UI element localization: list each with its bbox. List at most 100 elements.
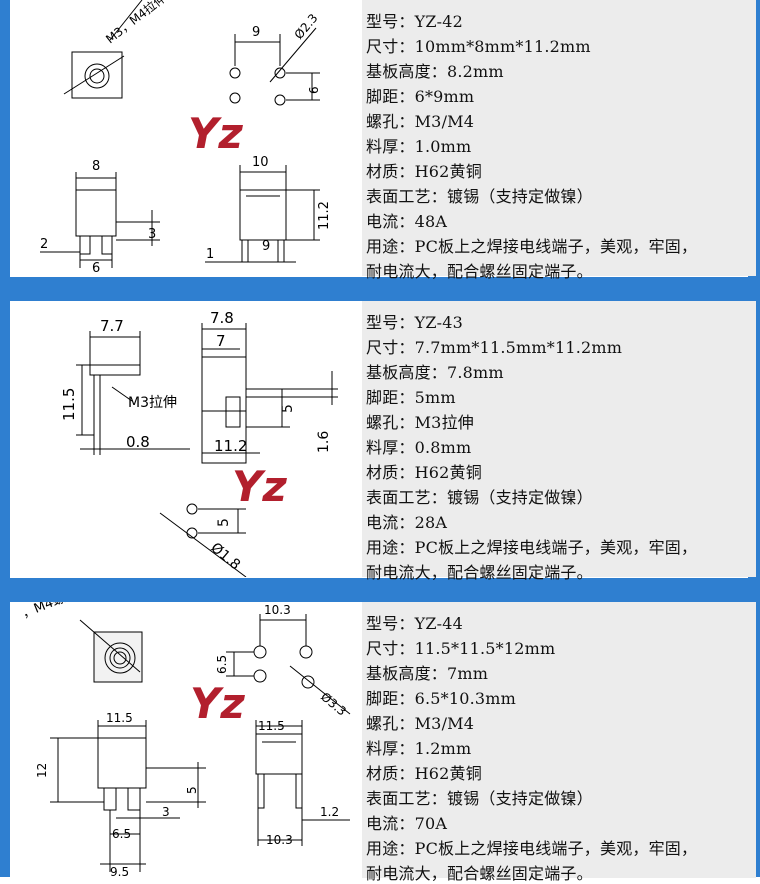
spec-pin-pitch: 脚距：6*9mm xyxy=(366,87,475,106)
product-yz-44: ，M4螺母 10.3 6.5 Ø3.3 11.5 11.5 12 5 3 6.5… xyxy=(10,602,756,883)
spec-material: 材质：H62黄铜 xyxy=(366,463,482,482)
pin-hole xyxy=(253,645,267,659)
section-divider xyxy=(10,578,748,602)
spec-usage: 用途：PC板上之焊接电线端子，美观，牢固， xyxy=(366,839,698,858)
pin-hole xyxy=(186,503,198,515)
nut-outline xyxy=(104,642,136,674)
spec-base-height: 基板高度：7.8mm xyxy=(366,363,504,382)
spec-usage-cont: 耐电流大，配合螺丝固定端子。 xyxy=(366,864,593,883)
dim-label: 5 xyxy=(216,518,232,527)
stud-label: M3，M4拉伸 xyxy=(103,0,169,46)
pin-hole xyxy=(299,645,313,659)
spec-finish: 表面工艺：镀锡（支持定做镍） xyxy=(366,488,593,507)
pin-hole xyxy=(274,94,286,106)
dim-label: Ø1.8 xyxy=(207,540,243,574)
stud-label: ，M4螺母 xyxy=(20,602,80,622)
spec-size: 尺寸：10mm*8mm*11.2mm xyxy=(366,37,591,56)
dim-label: 11.2 xyxy=(214,437,247,455)
side-view-body xyxy=(239,189,287,241)
front-view-body xyxy=(97,737,147,789)
dim-label: 6 xyxy=(307,86,321,94)
dim-label: 0.8 xyxy=(126,433,150,451)
dim-label: 2 xyxy=(40,237,48,252)
dim-label: 11.5 xyxy=(106,711,133,725)
spec-panel: 型号：YZ-44 尺寸：11.5*11.5*12mm 基板高度：7mm 脚距：6… xyxy=(362,602,756,883)
spec-thickness: 料厚：0.8mm xyxy=(366,438,472,457)
top-view-plate xyxy=(93,631,143,683)
dim-label: 6.5 xyxy=(215,655,229,674)
spec-screw-hole: 螺孔：M3/M4 xyxy=(366,714,475,733)
pin-hole xyxy=(229,92,241,104)
side-plate xyxy=(89,364,141,376)
yz-logo: Yz xyxy=(232,462,287,511)
spec-screw-hole: 螺孔：M3拉伸 xyxy=(366,413,474,432)
spec-finish: 表面工艺：镀锡（支持定做镍） xyxy=(366,187,593,206)
spec-panel: 型号：YZ-42 尺寸：10mm*8mm*11.2mm 基板高度：8.2mm 脚… xyxy=(362,0,756,281)
dim-label: 1.2 xyxy=(320,805,339,819)
dim-label: 7.7 xyxy=(100,317,124,335)
spec-current: 电流：48A xyxy=(366,212,448,231)
pin-hole xyxy=(274,67,286,79)
dim-label: 11.5 xyxy=(60,388,78,421)
spec-thickness: 料厚：1.2mm xyxy=(366,739,472,758)
dim-label: 1.6 xyxy=(316,431,332,453)
spec-usage-cont: 耐电流大，配合螺丝固定端子。 xyxy=(366,563,593,582)
technical-drawing: 7.7 7.8 7 11.5 M3拉伸 5 0.8 11.2 1.6 5 Ø1.… xyxy=(60,309,338,577)
dim-label: 6.5 xyxy=(112,827,131,841)
spec-material: 材质：H62黄铜 xyxy=(366,764,482,783)
pin-hole xyxy=(253,669,267,683)
dim-label: 5 xyxy=(185,786,199,794)
yz-logo: Yz xyxy=(188,109,243,158)
stud-label: M3拉伸 xyxy=(128,395,177,411)
dim-label: Ø3.3 xyxy=(318,690,349,719)
yz-logo: Yz xyxy=(190,679,245,728)
technical-drawing: ，M4螺母 10.3 6.5 Ø3.3 11.5 11.5 12 5 3 6.5… xyxy=(20,602,351,878)
spec-material: 材质：H62黄铜 xyxy=(366,162,482,181)
spec-model: 型号：YZ-44 xyxy=(366,614,464,633)
dim-label: 11.5 xyxy=(258,719,285,733)
stud-hole xyxy=(84,63,110,89)
spec-finish: 表面工艺：镀锡（支持定做镍） xyxy=(366,789,593,808)
spec-screw-hole: 螺孔：M3/M4 xyxy=(366,112,475,131)
dim-label: Ø2.3 xyxy=(292,11,321,42)
front-view-body xyxy=(75,189,117,237)
dim-label: 11.2 xyxy=(317,201,332,230)
spec-current: 电流：28A xyxy=(366,513,448,532)
dim-label: 10 xyxy=(252,155,269,170)
spec-pin-pitch: 脚距：6.5*10.3mm xyxy=(366,689,517,708)
dim-label: 5 xyxy=(280,404,296,413)
front-view-body xyxy=(201,356,247,412)
dim-label: 8 xyxy=(92,159,100,174)
spec-base-height: 基板高度：7mm xyxy=(366,664,489,683)
spec-model: 型号：YZ-43 xyxy=(366,313,464,332)
pin-hole xyxy=(229,67,241,79)
dim-label: 10.3 xyxy=(264,603,291,617)
dim-label: 9.5 xyxy=(110,865,129,878)
section-divider xyxy=(10,277,748,301)
spec-size: 尺寸：7.7mm*11.5mm*11.2mm xyxy=(366,338,623,357)
dim-label: 7.8 xyxy=(210,309,234,327)
dim-label: 6 xyxy=(92,261,100,276)
spec-base-height: 基板高度：8.2mm xyxy=(366,62,504,81)
spec-usage: 用途：PC板上之焊接电线端子，美观，牢固， xyxy=(366,538,698,557)
spec-panel: 型号：YZ-43 尺寸：7.7mm*11.5mm*11.2mm 基板高度：7.8… xyxy=(362,301,756,582)
product-yz-43: 7.7 7.8 7 11.5 M3拉伸 5 0.8 11.2 1.6 5 Ø1.… xyxy=(10,301,756,582)
dim-label: 10.3 xyxy=(266,833,293,847)
side-view-body xyxy=(255,733,303,775)
dim-label: 9 xyxy=(252,25,260,40)
spec-thickness: 料厚：1.0mm xyxy=(366,137,472,156)
dim-label: 12 xyxy=(35,763,49,778)
spec-pin-pitch: 脚距：5mm xyxy=(366,388,456,407)
spec-usage-cont: 耐电流大，配合螺丝固定端子。 xyxy=(366,262,593,281)
dim-label: 7 xyxy=(216,332,226,350)
pin-hole xyxy=(301,675,315,689)
spec-usage: 用途：PC板上之焊接电线端子，美观，牢固， xyxy=(366,237,698,256)
product-yz-42: M3，M4拉伸 9 Ø2.3 6 8 10 3 11.2 2 6 1 9 Yz … xyxy=(10,0,756,281)
spec-model: 型号：YZ-42 xyxy=(366,12,464,31)
dim-label: 9 xyxy=(262,239,270,254)
dim-label: 1 xyxy=(206,247,214,262)
dim-label: 3 xyxy=(162,805,170,819)
technical-drawing: M3，M4拉伸 9 Ø2.3 6 8 10 3 11.2 2 6 1 9 Yz xyxy=(40,0,332,276)
spec-size: 尺寸：11.5*11.5*12mm xyxy=(366,639,556,658)
left-frame-border xyxy=(0,0,10,877)
